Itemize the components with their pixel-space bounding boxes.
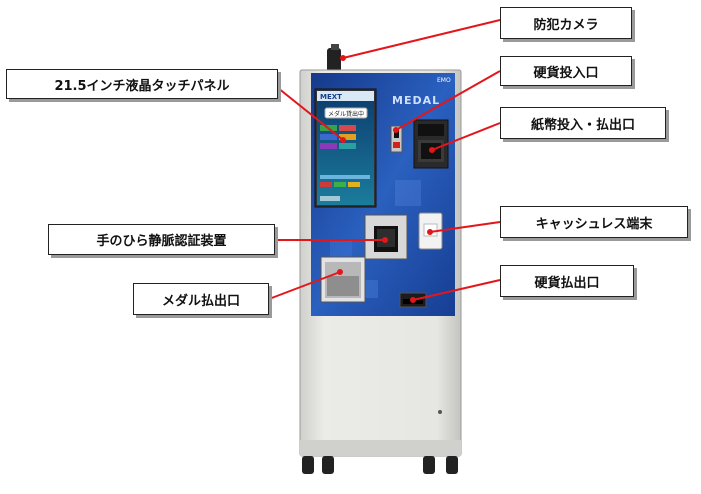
screen-lend-button[interactable]: メダル貸出中 [328,110,364,118]
label-cashless-terminal: キャッシュレス端末 [500,206,688,238]
touch-screen[interactable]: MEXT メダル貸出中 [314,88,377,208]
camera-unit [327,44,341,72]
palm-vein-reader[interactable] [364,214,408,260]
caster-wheels [302,456,458,474]
coin-insert-slot[interactable] [390,125,403,153]
label-medal-output: メダル払出口 [133,283,269,315]
label-palm-vein: 手のひら静脈認証装置 [48,224,275,255]
medal-tray[interactable] [320,256,366,303]
label-touch-panel: 21.5インチ液晶タッチパネル [6,69,278,99]
leader-lines [268,19,501,303]
label-coin-insert: 硬貨投入口 [500,56,632,86]
label-coin-output: 硬貨払出口 [500,265,634,297]
screen-logo: MEXT [320,93,342,101]
bill-slot-unit[interactable] [413,119,449,169]
label-security-camera: 防犯カメラ [500,7,632,39]
machine-logo: MEDAL [392,94,440,107]
svg-text:EMO: EMO [437,77,451,84]
label-bill-slot: 紙幣投入・払出口 [500,107,666,139]
